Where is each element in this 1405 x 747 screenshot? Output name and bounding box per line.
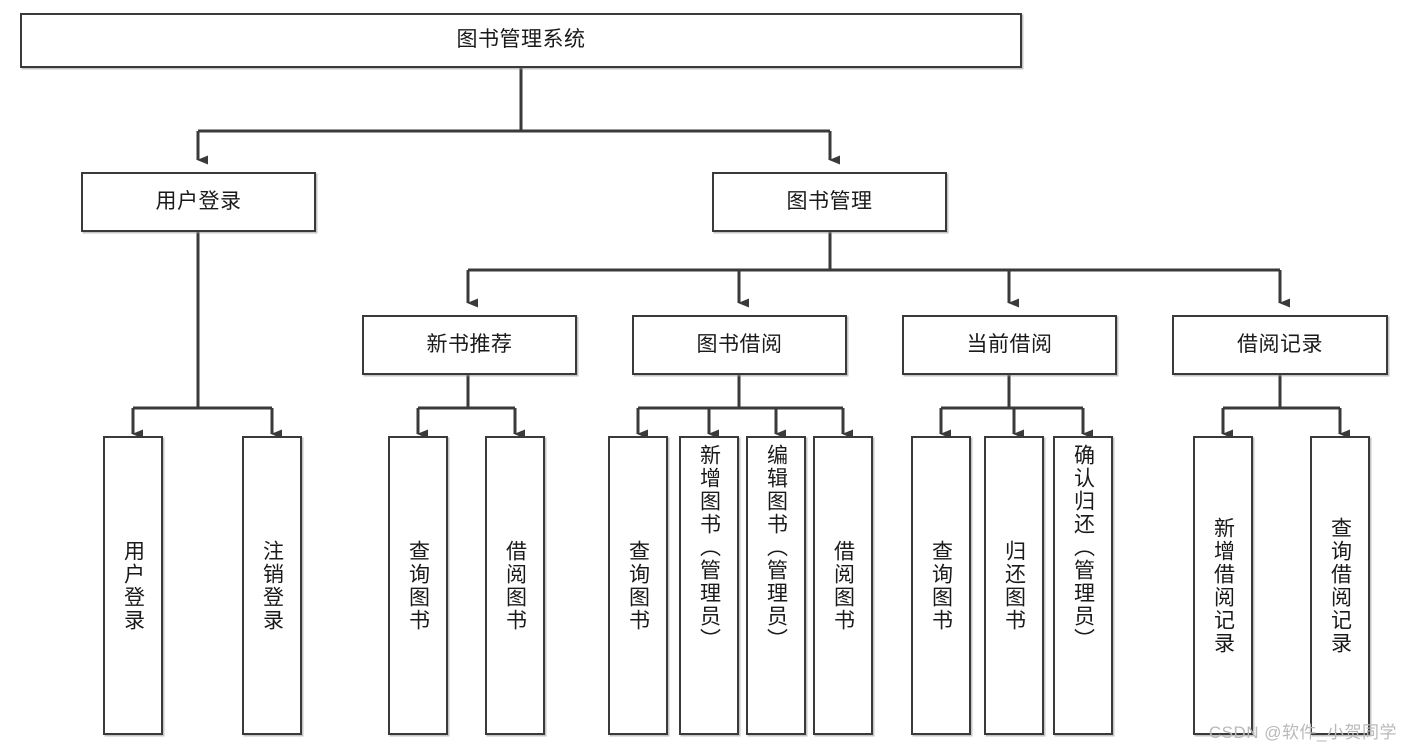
node-leaf-query-borrow-record[interactable]: 查询借阅记录 xyxy=(1310,436,1370,735)
node-book-management-label: 图书管理 xyxy=(786,189,873,213)
node-current-borrow[interactable]: 当前借阅 xyxy=(902,315,1117,375)
node-leaf-query-book-current-label: 查询图书 xyxy=(929,539,953,632)
node-user-login[interactable]: 用户登录 xyxy=(81,172,316,232)
node-leaf-add-borrow-record-label: 新增借阅记录 xyxy=(1211,516,1235,655)
node-leaf-confirm-return-label: 确认归还（管理员） xyxy=(1071,444,1095,651)
node-leaf-query-book-borrow-label: 查询图书 xyxy=(626,539,650,632)
node-book-management[interactable]: 图书管理 xyxy=(712,172,947,232)
node-leaf-query-book-current[interactable]: 查询图书 xyxy=(911,436,971,735)
node-leaf-return-book-label: 归还图书 xyxy=(1002,539,1026,632)
node-leaf-add-borrow-record[interactable]: 新增借阅记录 xyxy=(1193,436,1253,735)
node-borrow-record[interactable]: 借阅记录 xyxy=(1172,315,1388,375)
node-user-login-label: 用户登录 xyxy=(155,189,242,213)
node-leaf-edit-book[interactable]: 编辑图书（管理员） xyxy=(746,436,806,735)
node-leaf-logout-label: 注销登录 xyxy=(260,539,284,632)
node-leaf-logout[interactable]: 注销登录 xyxy=(242,436,302,735)
node-leaf-query-book-recommendation-label: 查询图书 xyxy=(406,539,430,632)
node-root[interactable]: 图书管理系统 xyxy=(20,13,1022,68)
node-leaf-query-book-recommendation[interactable]: 查询图书 xyxy=(388,436,448,735)
node-book-borrow[interactable]: 图书借阅 xyxy=(632,315,847,375)
node-leaf-return-book[interactable]: 归还图书 xyxy=(984,436,1044,735)
node-leaf-borrow-book-recommendation-label: 借阅图书 xyxy=(503,539,527,632)
node-leaf-add-book[interactable]: 新增图书（管理员） xyxy=(679,436,739,735)
node-leaf-borrow-book[interactable]: 借阅图书 xyxy=(813,436,873,735)
node-root-label: 图书管理系统 xyxy=(456,28,586,52)
node-new-book-recommendation[interactable]: 新书推荐 xyxy=(362,315,577,375)
node-leaf-borrow-book-recommendation[interactable]: 借阅图书 xyxy=(485,436,545,735)
node-leaf-query-book-borrow[interactable]: 查询图书 xyxy=(608,436,668,735)
node-leaf-user-login[interactable]: 用户登录 xyxy=(103,436,163,735)
node-leaf-edit-book-label: 编辑图书（管理员） xyxy=(764,444,788,651)
watermark-text: CSDN @软件_小贺同学 xyxy=(1208,723,1397,742)
node-leaf-user-login-label: 用户登录 xyxy=(121,539,145,632)
node-new-book-recommendation-label: 新书推荐 xyxy=(426,332,513,356)
node-borrow-record-label: 借阅记录 xyxy=(1237,332,1323,356)
node-book-borrow-label: 图书借阅 xyxy=(696,332,783,356)
node-leaf-add-book-label: 新增图书（管理员） xyxy=(697,444,721,651)
node-leaf-borrow-book-label: 借阅图书 xyxy=(831,539,855,632)
node-leaf-confirm-return[interactable]: 确认归还（管理员） xyxy=(1053,436,1113,735)
node-current-borrow-label: 当前借阅 xyxy=(966,332,1053,356)
node-leaf-query-borrow-record-label: 查询借阅记录 xyxy=(1328,516,1352,655)
